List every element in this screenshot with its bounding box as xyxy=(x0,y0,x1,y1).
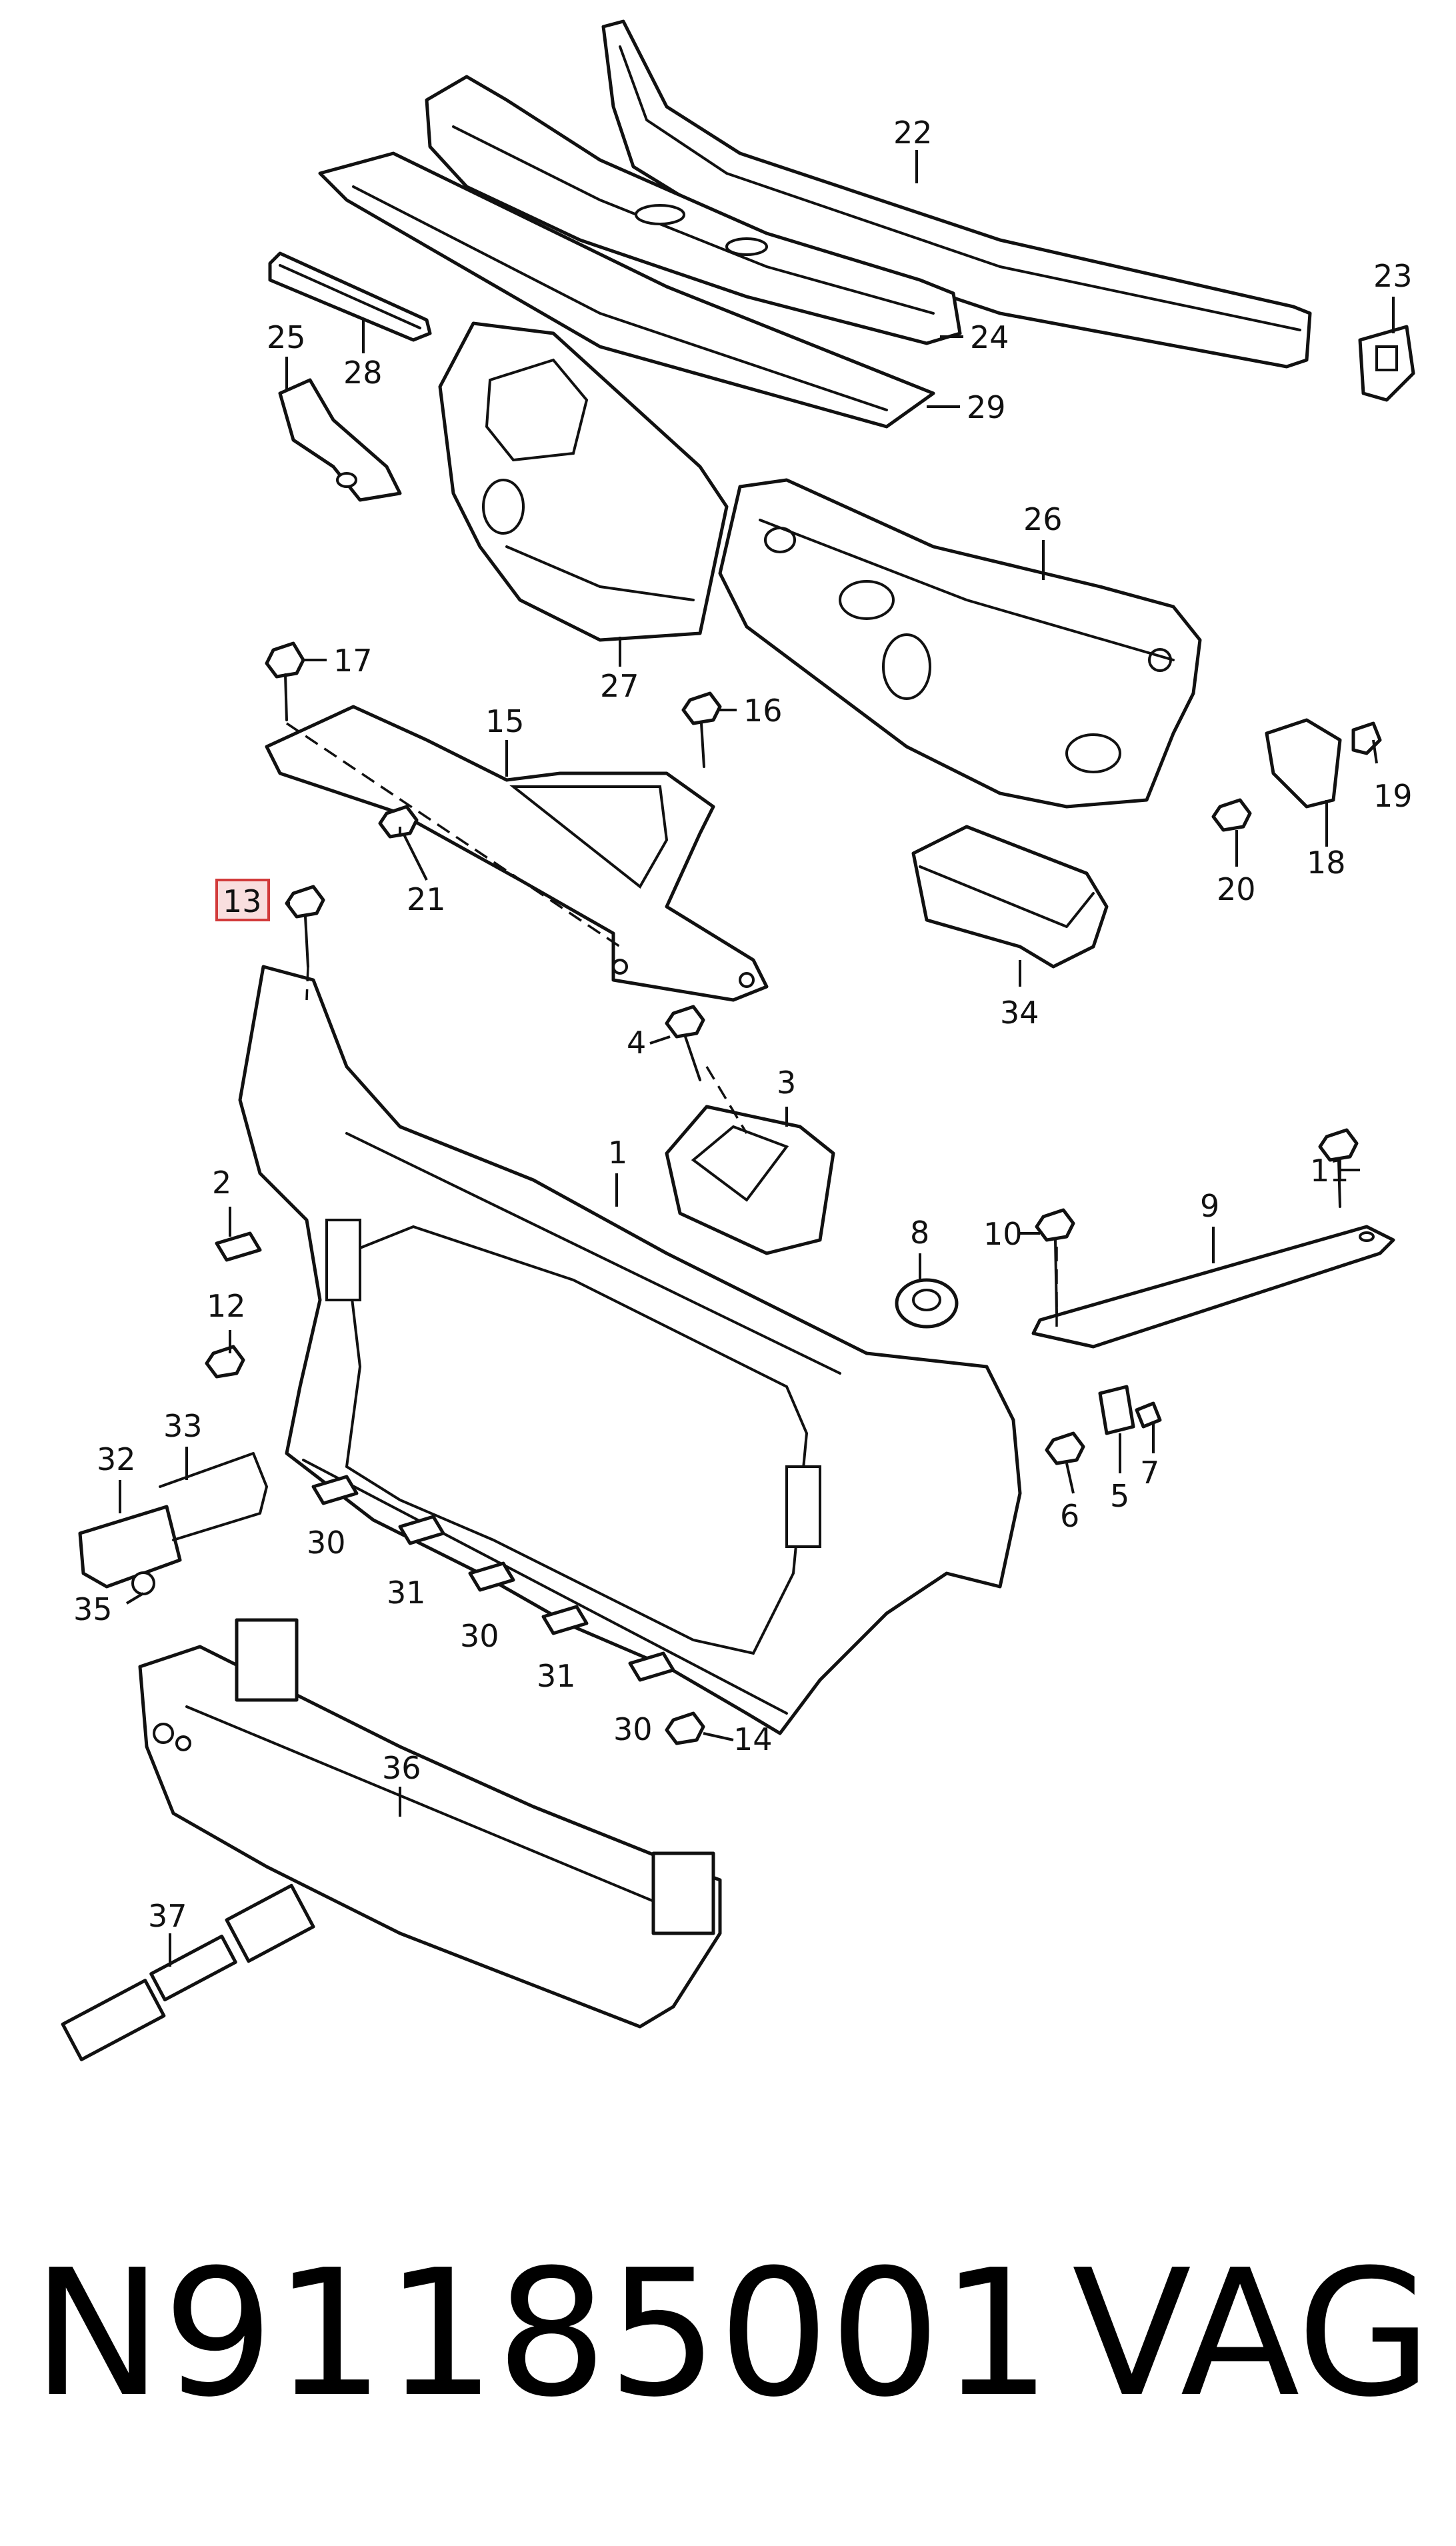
callout-30-a: 30 xyxy=(307,1525,346,1561)
callout-33: 33 xyxy=(163,1408,203,1444)
callout-24: 24 xyxy=(970,319,1009,355)
callout-35: 35 xyxy=(73,1591,113,1627)
part-24-cowl-panel xyxy=(425,75,962,345)
callout-23: 23 xyxy=(1373,258,1413,294)
callout-5: 5 xyxy=(1110,1478,1129,1514)
callout-26: 26 xyxy=(1023,501,1063,537)
part-36-bumper-beam xyxy=(138,1618,722,2029)
callout-36: 36 xyxy=(382,1750,421,1786)
part-26-bulkhead-insulation xyxy=(718,478,1202,809)
callout-15: 15 xyxy=(485,703,525,739)
callout-31-b: 31 xyxy=(537,1658,576,1694)
parts-exploded-diagram: 22 23 24 29 25 28 26 27 17 16 15 19 18 2… xyxy=(61,19,1415,2061)
part-15-cross-strut xyxy=(265,705,769,1002)
callout-37: 34 xyxy=(1000,995,1039,1031)
callout-32: 32 xyxy=(97,1441,136,1477)
fasteners xyxy=(205,641,1382,1745)
part-8-sensor xyxy=(895,1278,959,1329)
callout-19: 19 xyxy=(1373,778,1413,814)
callout-31-a: 31 xyxy=(387,1575,426,1611)
part-23-clip xyxy=(1358,325,1415,402)
part-9-strip xyxy=(1031,1225,1395,1349)
footer: N91185001 VAG xyxy=(32,2247,1432,2507)
callout-28: 28 xyxy=(343,355,383,391)
part-37-air-duct xyxy=(911,825,1109,969)
callout-10: 10 xyxy=(983,1216,1023,1252)
callout-2: 2 xyxy=(212,1165,231,1201)
callout-20: 20 xyxy=(1217,871,1256,907)
part-number: N91185001 xyxy=(32,2232,1052,2435)
callout-7: 7 xyxy=(1140,1455,1159,1491)
callout-27: 27 xyxy=(600,668,639,704)
part-25-bracket xyxy=(278,378,402,502)
callout-1: 1 xyxy=(608,1135,627,1171)
callout-11: 11 xyxy=(1310,1153,1349,1189)
callout-18: 18 xyxy=(1307,845,1346,881)
highlight-box-13 xyxy=(215,879,270,921)
callout-30-c: 30 xyxy=(613,1711,653,1747)
part-3-mounting-bracket xyxy=(665,1105,835,1255)
callout-9: 9 xyxy=(1200,1188,1219,1224)
callout-8: 8 xyxy=(910,1215,929,1251)
callout-4: 4 xyxy=(627,1025,646,1061)
callout-6: 6 xyxy=(1060,1498,1079,1534)
callout-34: 37 xyxy=(148,1898,187,1934)
part-29-seal-strip xyxy=(318,151,935,429)
part-34-tow-eye xyxy=(61,1883,315,2061)
callout-13: 13 xyxy=(223,883,262,919)
callout-21: 21 xyxy=(407,881,446,917)
callout-25: 25 xyxy=(267,319,306,355)
callout-14: 14 xyxy=(733,1721,773,1757)
callout-17: 17 xyxy=(333,643,373,679)
part-1-front-end-carrier xyxy=(238,965,1022,1735)
callout-16: 16 xyxy=(743,693,783,729)
brand-name: VAG xyxy=(1072,2232,1433,2435)
part-27-insulation-left xyxy=(438,321,729,642)
callout-12: 12 xyxy=(207,1288,246,1324)
assembly-dash-lines xyxy=(286,722,1058,1327)
leader-lines xyxy=(119,150,1395,1967)
callout-29: 29 xyxy=(967,389,1006,425)
callout-30-b: 30 xyxy=(460,1618,499,1654)
callout-22: 22 xyxy=(893,115,933,151)
part-22-upper-rail xyxy=(601,19,1312,369)
callout-numbers: 22 23 24 29 25 28 26 27 17 16 15 19 18 2… xyxy=(73,115,1413,1934)
part-28-seal-strip xyxy=(268,251,432,342)
part-32-33-35-lock-assembly xyxy=(78,1452,268,1595)
callout-3: 3 xyxy=(777,1065,796,1101)
